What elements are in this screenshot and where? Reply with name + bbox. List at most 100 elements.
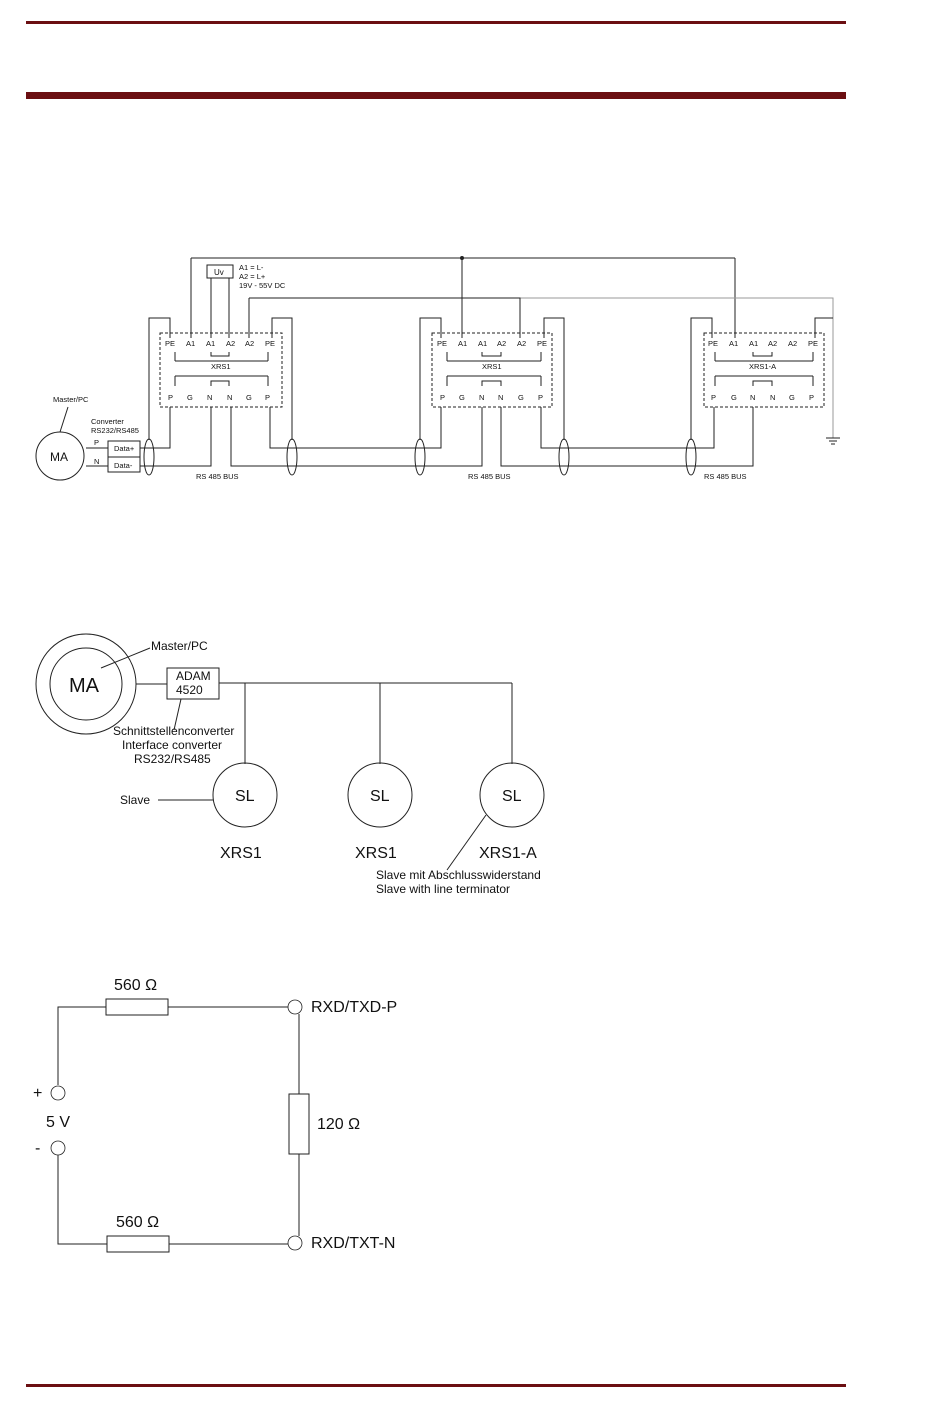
slave-label: Slave (120, 793, 150, 807)
terminal-label: PE (808, 339, 818, 348)
slave-node-terminated (479, 762, 545, 828)
header-rule-thin (26, 21, 846, 24)
terminal-label: N (498, 393, 503, 402)
resistor-bottom-label: 560 Ω (116, 1214, 159, 1231)
resistor-bottom (106, 1235, 170, 1253)
terminal-label: A1 (749, 339, 758, 348)
power-note-a2: A2 = L+ (239, 272, 266, 281)
terminal-label: A2 (768, 339, 777, 348)
terminal-n-label: RXD/TXT-N (311, 1235, 395, 1252)
terminator-note: Slave with line terminator (376, 882, 510, 896)
terminal-label: G (789, 393, 795, 402)
terminal-label: A1 (729, 339, 738, 348)
bus-label: RS 485 BUS (704, 472, 747, 481)
device-label: XRS1 (211, 362, 231, 371)
terminal-label: N (227, 393, 232, 402)
terminator-circuit: 560 Ω RXD/TXD-P 120 Ω + 5 V - 560 Ω RXD/… (33, 977, 397, 1253)
terminal-label: A2 (497, 339, 506, 348)
plus-terminal-icon (50, 1085, 66, 1101)
converter-label: Converter (91, 417, 124, 426)
master-label: Master/PC (53, 395, 89, 404)
wiring-diagram: Uv A1 = L- A2 = L+ 19V - 55V DC PE A1 A1… (35, 256, 840, 481)
footer-rule (26, 1384, 846, 1387)
terminal-label: P (265, 393, 270, 402)
slave-text: SL (235, 788, 255, 805)
converter-terminal: Data+ (114, 444, 135, 453)
header-rule-thick (26, 92, 846, 99)
terminal-label: A1 (206, 339, 215, 348)
converter-terminal: Data- (114, 461, 133, 470)
bus-label: RS 485 BUS (468, 472, 511, 481)
slave-node (212, 762, 278, 828)
terminal-label: G (187, 393, 193, 402)
power-note-voltage: 19V - 55V DC (239, 281, 286, 290)
power-supply-box (206, 264, 234, 279)
power-note-a1: A1 = L- (239, 263, 264, 272)
terminal-label: A1 (458, 339, 467, 348)
terminal-label: A2 (517, 339, 526, 348)
master-text: MA (50, 450, 68, 464)
slave-model: XRS1 (220, 845, 262, 862)
terminal-label: PE (437, 339, 447, 348)
plus-sign: + (33, 1085, 42, 1102)
converter-label: Interface converter (122, 738, 222, 752)
converter-model: 4520 (176, 683, 203, 697)
device-label: XRS1 (482, 362, 502, 371)
device-xrs1-a: PE A1 A1 A2 A2 PE XRS1-A P G N N G P (703, 332, 825, 408)
terminal-label: N (750, 393, 755, 402)
terminal-label: P (809, 393, 814, 402)
device-xrs1-second: PE A1 A1 A2 A2 PE XRS1 P G N N G P (431, 332, 553, 408)
terminal-label: PE (165, 339, 175, 348)
terminal-label: A2 (226, 339, 235, 348)
voltage-label: 5 V (46, 1114, 70, 1131)
terminal-p-label: RXD/TXD-P (311, 999, 397, 1016)
terminal-label: A1 (478, 339, 487, 348)
device-label: XRS1-A (749, 362, 776, 371)
slave-model: XRS1 (355, 845, 397, 862)
line-label-p: P (94, 438, 99, 447)
converter-label: RS232/RS485 (134, 752, 211, 766)
terminal-label: N (479, 393, 484, 402)
terminal-label: G (246, 393, 252, 402)
minus-sign: - (35, 1140, 40, 1157)
topology-diagram: MA Master/PC ADAM 4520 Schnittstellencon… (35, 633, 545, 896)
master-inner-ring (49, 647, 123, 721)
terminal-p-icon (287, 999, 303, 1015)
converter-label: RS232/RS485 (91, 426, 139, 435)
master-text: MA (69, 675, 100, 697)
terminal-label: PE (537, 339, 547, 348)
terminal-label: P (711, 393, 716, 402)
resistor-top-label: 560 Ω (114, 977, 157, 994)
device-xrs1-first: PE A1 A1 A2 A2 PE XRS1 P G N N G P (159, 332, 283, 408)
master-label: Master/PC (151, 639, 208, 653)
slave-text: SL (370, 788, 390, 805)
resistor-120 (288, 1093, 310, 1155)
terminal-label: G (731, 393, 737, 402)
line-label-n: N (94, 457, 99, 466)
terminal-label: A2 (245, 339, 254, 348)
slave-text: SL (502, 788, 522, 805)
terminal-label: PE (265, 339, 275, 348)
minus-terminal-icon (50, 1140, 66, 1156)
terminal-label: N (207, 393, 212, 402)
terminal-label: P (440, 393, 445, 402)
terminal-n-icon (287, 1235, 303, 1251)
terminal-label: A1 (186, 339, 195, 348)
terminal-label: A2 (788, 339, 797, 348)
resistor-top (105, 998, 169, 1016)
terminal-label: P (168, 393, 173, 402)
power-supply-label: Uv (214, 268, 224, 277)
terminal-label: N (770, 393, 775, 402)
terminal-label: G (518, 393, 524, 402)
slave-node (347, 762, 413, 828)
terminal-label: PE (708, 339, 718, 348)
resistor-120-label: 120 Ω (317, 1116, 360, 1133)
bus-label: RS 485 BUS (196, 472, 239, 481)
converter-label: Schnittstellenconverter (113, 724, 234, 738)
terminal-label: G (459, 393, 465, 402)
ground-icon (826, 437, 840, 445)
terminal-label: P (538, 393, 543, 402)
slave-model: XRS1-A (479, 845, 537, 862)
terminator-note: Slave mit Abschlusswiderstand (376, 868, 541, 882)
